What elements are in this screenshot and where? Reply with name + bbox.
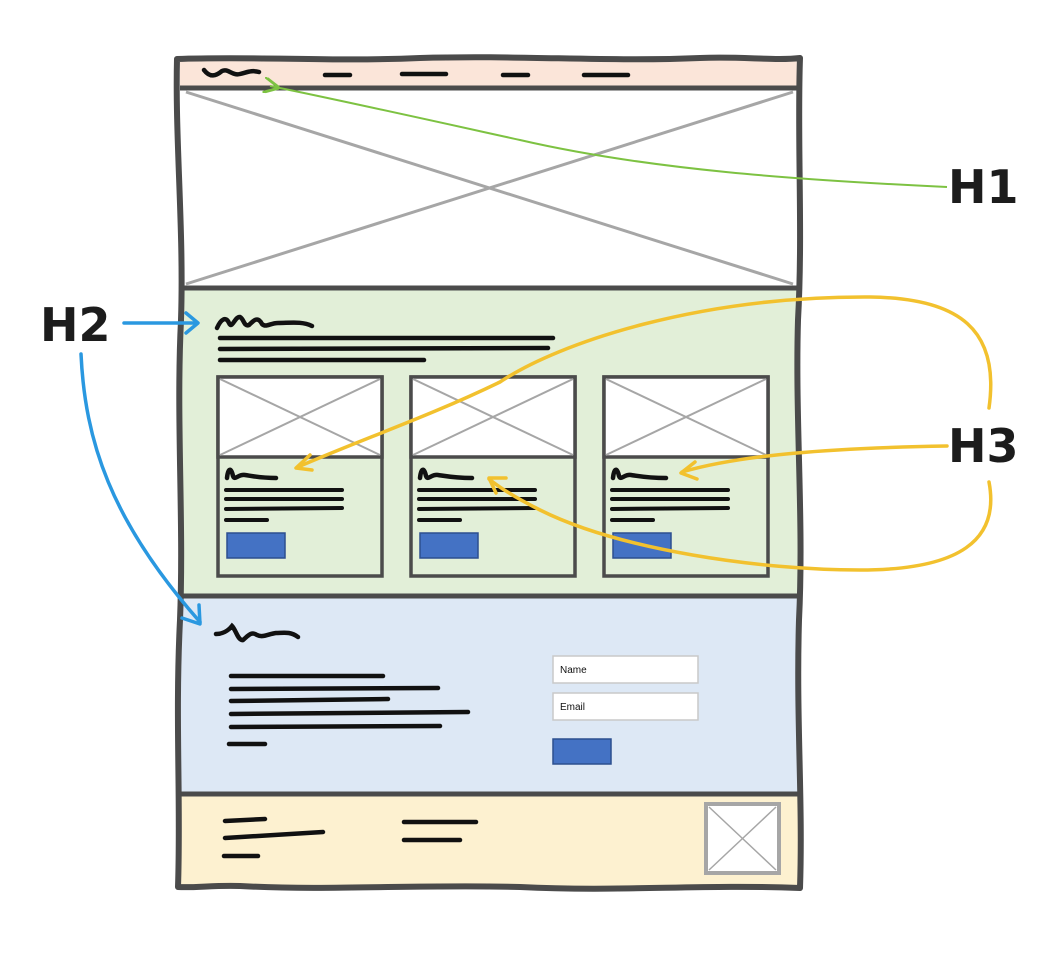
feature-card <box>216 375 384 578</box>
contact-section <box>180 596 798 794</box>
h3-arrows <box>294 295 993 572</box>
card-image-placeholder <box>412 378 574 456</box>
card-button[interactable] <box>226 532 286 559</box>
name-field-placeholder: Name <box>560 665 587 676</box>
email-field[interactable] <box>552 692 699 721</box>
submit-button[interactable] <box>552 738 612 765</box>
email-field-placeholder: Email <box>560 702 585 713</box>
nav-content <box>201 67 631 78</box>
section-dividers <box>180 85 798 797</box>
page-frame <box>173 54 804 892</box>
footer-image-placeholder <box>704 802 781 875</box>
h1-label: H1 <box>948 160 1019 214</box>
card-heading-scribble <box>417 467 475 481</box>
h2-label: H2 <box>40 298 111 352</box>
features-content <box>214 314 556 363</box>
card-heading-scribble <box>224 467 279 481</box>
name-field[interactable] <box>552 655 699 684</box>
h2-arrows <box>79 311 202 626</box>
h3-label: H3 <box>948 419 1019 473</box>
card-heading-scribble <box>610 467 669 481</box>
hero-image-placeholder <box>185 90 794 286</box>
nav-bar <box>180 60 798 87</box>
h1-arrow <box>270 86 948 188</box>
features-heading-scribble <box>214 314 315 331</box>
footer-content <box>221 816 479 859</box>
card-image-placeholder <box>605 378 767 456</box>
contact-heading-scribble <box>213 622 301 643</box>
nav-logo-scribble <box>201 67 262 78</box>
contact-content <box>213 622 471 747</box>
card-button[interactable] <box>419 532 479 559</box>
footer-section <box>180 794 798 886</box>
